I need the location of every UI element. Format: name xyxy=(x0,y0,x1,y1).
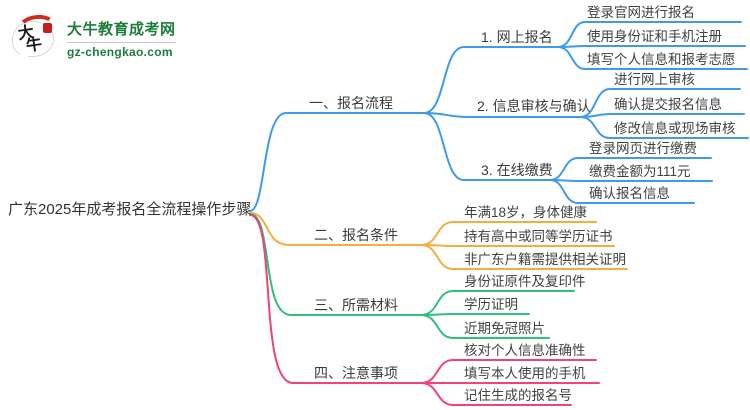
branch-4-main-line xyxy=(249,214,422,384)
branch-1-lines xyxy=(249,21,749,212)
leaf-line-1-1-2 xyxy=(557,45,746,48)
logo-text-block: 大牛教育成考网 gz-chengkao.com xyxy=(67,18,176,59)
branch-1-sub-2-line xyxy=(423,112,581,118)
branch-label-1: 一、报名流程 xyxy=(309,95,393,111)
leaf-label-4-3: 记住生成的报名号 xyxy=(464,388,572,403)
logo-title: 大牛教育成考网 xyxy=(67,18,176,43)
leaf-label-3-3: 近期免冠照片 xyxy=(464,321,545,336)
branch-1-main-line xyxy=(249,112,425,212)
branch-label-2: 二、报名条件 xyxy=(314,227,398,243)
leaf-label-1-2-1: 进行网上审核 xyxy=(614,72,695,87)
logo-site-url: gz-chengkao.com xyxy=(67,45,173,59)
branch-label-3: 三、所需材料 xyxy=(314,297,398,313)
leaf-label-2-3: 非广东户籍需提供相关证明 xyxy=(464,252,626,267)
leaf-line-1-1-3 xyxy=(557,46,748,70)
leaf-label-1-1-3: 填写个人信息和报考志愿 xyxy=(587,52,736,67)
leaf-line-2-3 xyxy=(420,244,628,270)
leaf-label-1-3-3: 确认报名信息 xyxy=(589,186,670,201)
leaf-label-1-2-3: 修改信息或现场审核 xyxy=(614,121,736,136)
branch-2-main-line xyxy=(249,212,422,246)
leaf-label-3-2: 学历证明 xyxy=(464,297,518,312)
leaf-label-4-1: 核对个人信息准确性 xyxy=(464,343,586,358)
subtopic-label-1-2: 2. 信息审核与确认 xyxy=(477,98,591,114)
leaf-line-3-3 xyxy=(420,314,550,339)
branch-1-sub-1-line xyxy=(423,46,559,114)
leaf-label-1-3-1: 登录网页进行缴费 xyxy=(589,141,697,156)
leaf-label-1-2-2: 确认提交报名信息 xyxy=(614,97,722,112)
leaf-line-3-2 xyxy=(420,313,530,316)
leaf-label-1-1-1: 登录官网进行报名 xyxy=(587,5,695,20)
logo-char-niu: 牛 xyxy=(24,33,44,56)
branch-4-lines xyxy=(249,214,600,406)
leaf-label-2-2: 持有高中或同等学历证书 xyxy=(464,229,613,244)
leaf-label-4-2: 填写本人使用的手机 xyxy=(464,366,586,381)
leaf-line-1-2-3 xyxy=(579,116,749,139)
leaf-line-1-3-3 xyxy=(549,179,695,204)
daniu-bull-logo-icon: 大 牛 xyxy=(10,13,58,67)
subtopic-label-1-1: 1. 网上报名 xyxy=(481,29,553,45)
branch-2-lines xyxy=(249,212,628,270)
leaf-label-2-1: 年满18岁，身体健康 xyxy=(464,205,588,220)
leaf-line-1-2-2 xyxy=(579,113,745,118)
logo-red-seal xyxy=(43,23,52,33)
subtopic-label-1-3: 3. 在线缴费 xyxy=(481,162,553,178)
leaf-label-1-3-2: 缴费金额为111元 xyxy=(589,164,691,179)
leaf-label-3-1: 身份证原件及复印件 xyxy=(464,274,586,289)
root-topic: 广东2025年成考报名全流程操作步骤 xyxy=(8,201,252,218)
branch-label-4: 四、注意事项 xyxy=(314,365,398,381)
leaf-label-1-1-2: 使用身份证和手机注册 xyxy=(587,29,722,44)
leaf-line-4-3 xyxy=(420,382,572,406)
site-logo[interactable]: 大 牛 大牛教育成考网 gz-chengkao.com xyxy=(10,10,190,67)
branch-1-sub-3-line xyxy=(423,112,551,181)
